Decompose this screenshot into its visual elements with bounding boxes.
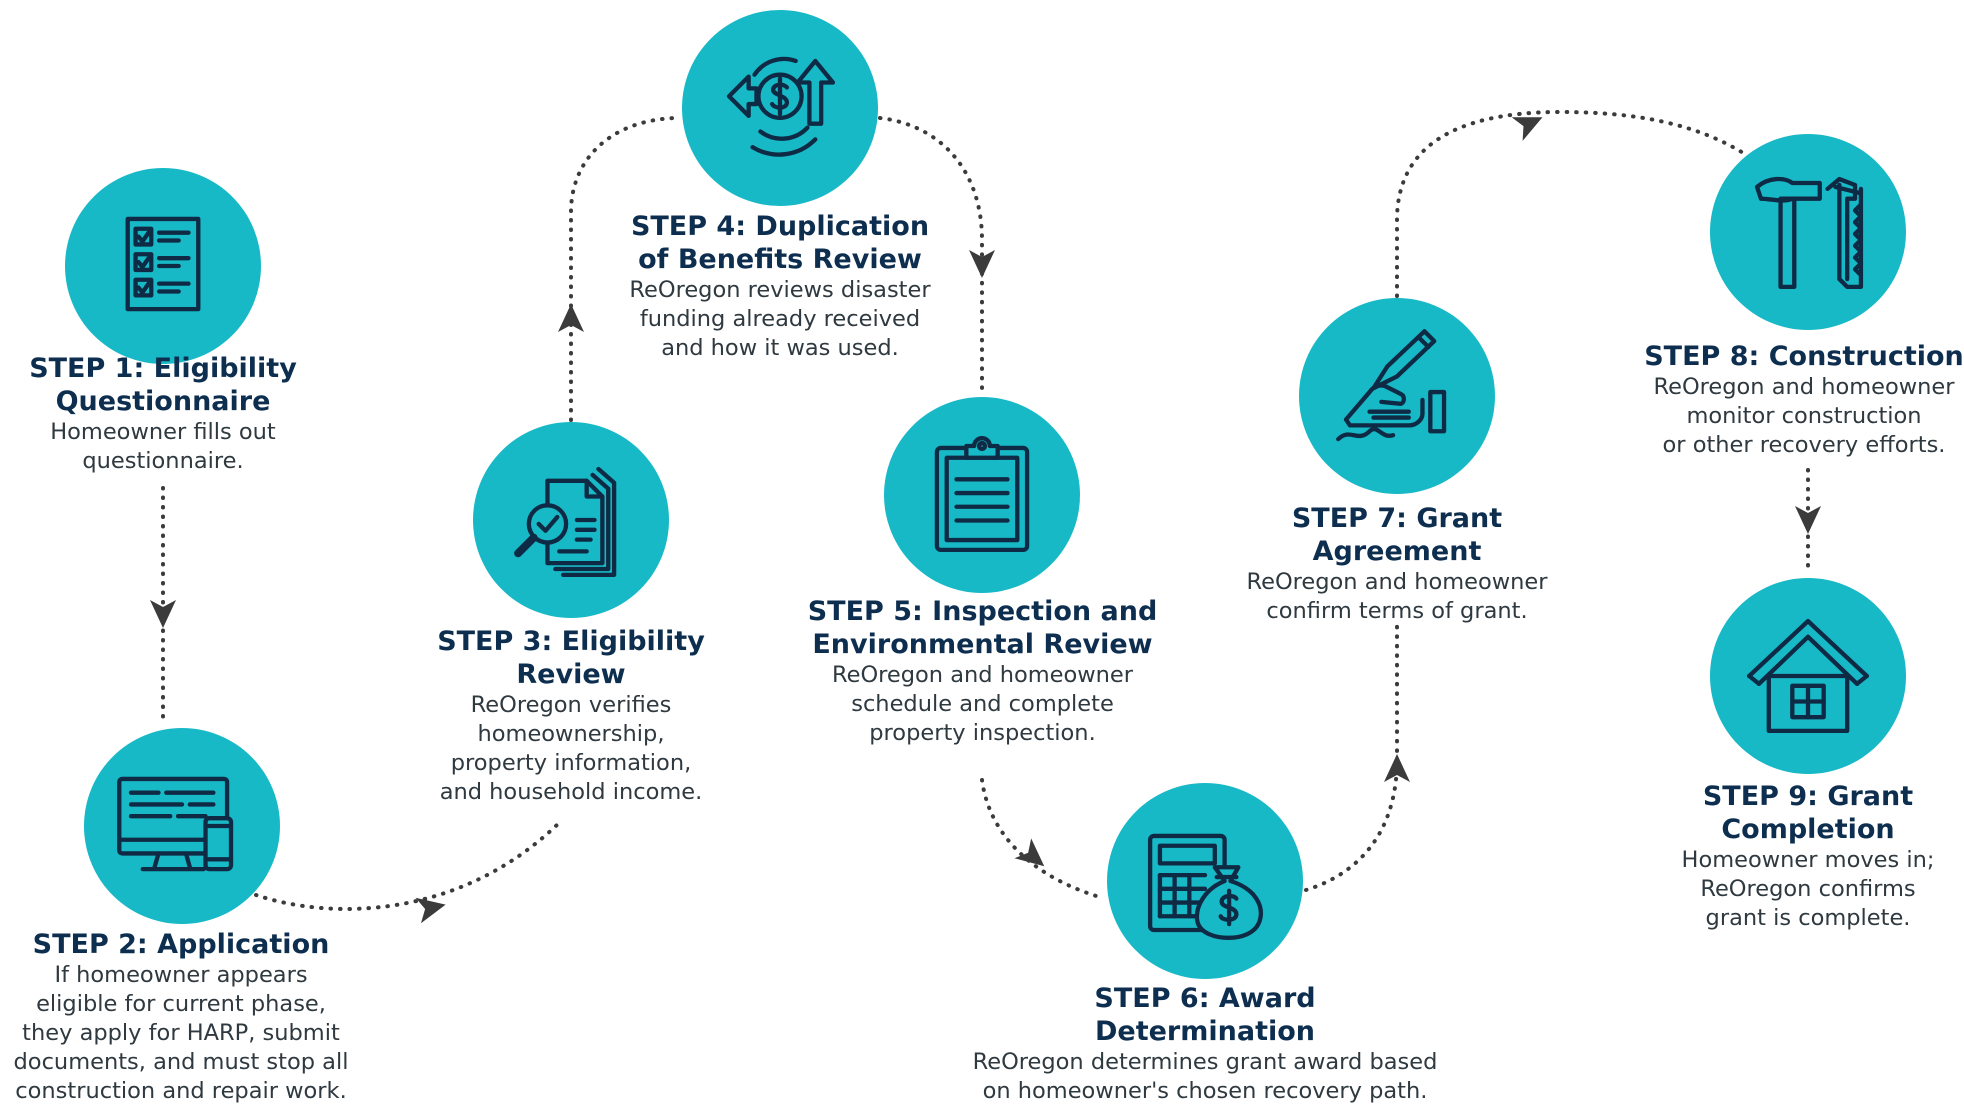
step-9-circle (1710, 578, 1906, 774)
step-5-title: STEP 5: Inspection and Environmental Rev… (807, 596, 1158, 660)
step-6-text: STEP 6: Award Determination ReOregon det… (955, 982, 1455, 1106)
connector-6-to-7 (1304, 622, 1399, 892)
step-8-text: STEP 8: Construction ReOregon and homeow… (1644, 340, 1964, 460)
step-1-title: STEP 1: Eligibility Questionnaire (29, 353, 297, 417)
step-8-title: STEP 8: Construction (1644, 341, 1964, 372)
signing-hand-icon (1336, 329, 1447, 442)
step-7-text: STEP 7: Grant Agreement ReOregon and hom… (1220, 502, 1574, 626)
arrowhead-step-1 (150, 600, 176, 628)
step-8-circle (1710, 134, 1906, 330)
step-6-title: STEP 6: Award Determination (1094, 983, 1316, 1047)
step-2-text: STEP 2: Application If homeowner appears… (0, 928, 362, 1106)
connector-4-to-5 (878, 116, 984, 395)
step-6-description: ReOregon determines grant award based on… (972, 1049, 1438, 1104)
step-9-title: STEP 9: Grant Completion (1702, 781, 1914, 845)
step-4-text: STEP 4: Duplication of Benefits Review R… (600, 210, 960, 363)
checklist-icon (125, 216, 201, 312)
step-3-description: ReOregon verifies homeownership, propert… (439, 692, 703, 805)
arrowhead-step-2 (415, 897, 446, 924)
step-2-description: If homeowner appears eligible for curren… (13, 962, 349, 1104)
step-5-description: ReOregon and homeowner schedule and comp… (831, 662, 1134, 746)
arrowhead-step-4 (969, 250, 995, 278)
step-6-circle (1107, 783, 1303, 979)
step-3-circle (473, 422, 669, 618)
arrowhead-step-5 (1014, 838, 1045, 867)
house-icon (1747, 618, 1869, 734)
calculator-money-bag-icon (1147, 833, 1263, 940)
step-5-text: STEP 5: Inspection and Environmental Rev… (780, 595, 1185, 748)
step-7-description: ReOregon and homeowner confirm terms of … (1246, 569, 1548, 624)
step-2-circle (84, 728, 280, 924)
step-1-circle (65, 168, 261, 364)
step-3-title: STEP 3: Eligibility Review (437, 626, 705, 690)
step-1-description: Homeowner fills out questionnaire. (50, 419, 276, 474)
connector-7-to-8 (1395, 109, 1750, 298)
computer-and-phone-icon (117, 776, 234, 872)
step-3-text: STEP 3: Eligibility Review ReOregon veri… (400, 625, 742, 807)
clipboard-icon (934, 436, 1030, 553)
step-2-title: STEP 2: Application (32, 929, 330, 960)
step-4-circle (682, 10, 878, 206)
document-magnifier-icon (514, 466, 617, 578)
connector-5-to-6 (980, 778, 1105, 900)
arrowhead-step-8 (1795, 506, 1821, 534)
step-4-description: ReOregon reviews disaster funding alread… (629, 277, 931, 361)
arrowhead-step-6 (1384, 754, 1410, 782)
arrowhead-step-7 (1511, 117, 1543, 141)
step-1-text: STEP 1: Eligibility Questionnaire Homeow… (0, 352, 326, 476)
step-9-description: Homeowner moves in; ReOregon confirms gr… (1681, 847, 1935, 931)
hammer-saw-icon (1754, 176, 1864, 290)
connector-2-to-3 (254, 820, 562, 911)
step-4-title: STEP 4: Duplication of Benefits Review (630, 211, 930, 275)
connector-3-to-4 (569, 116, 678, 422)
step-7-circle (1299, 298, 1495, 494)
step-9-text: STEP 9: Grant Completion Homeowner moves… (1640, 780, 1964, 933)
step-8-description: ReOregon and homeowner monitor construct… (1653, 374, 1955, 458)
step-7-title: STEP 7: Grant Agreement (1291, 503, 1503, 567)
step-5-circle (884, 397, 1080, 593)
dollar-cycle-icon (726, 56, 836, 157)
arrowhead-step-3 (558, 304, 584, 332)
